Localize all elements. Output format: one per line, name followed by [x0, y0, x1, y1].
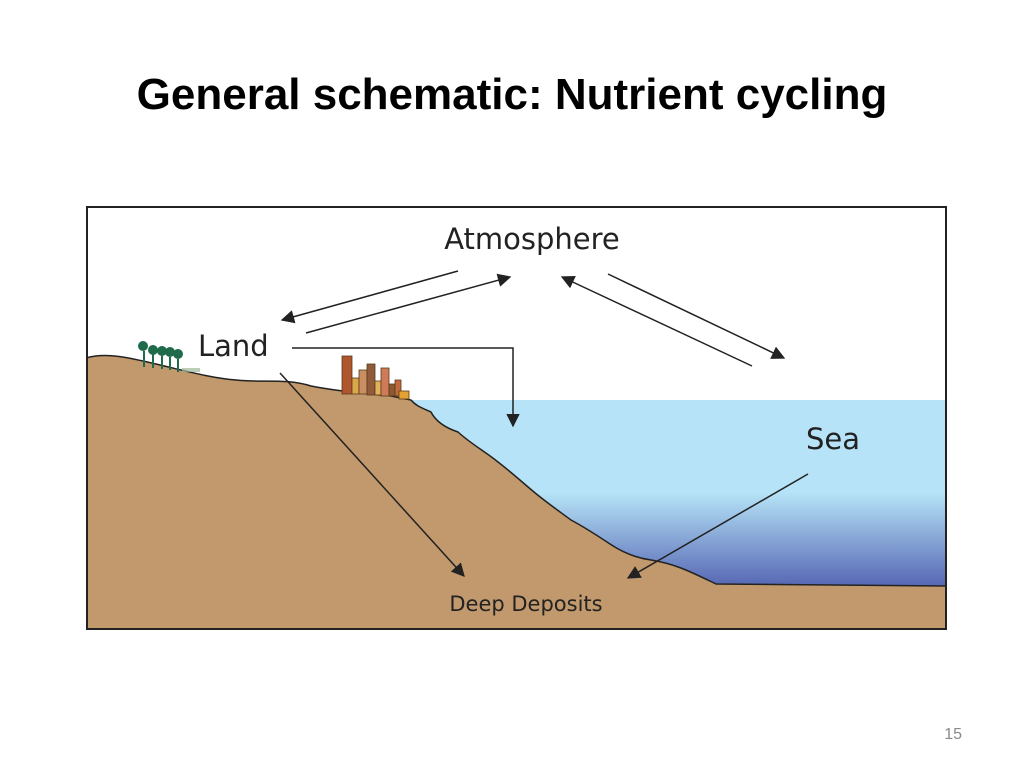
arrow-land-to-atmosphere: [305, 273, 512, 334]
arrow-atmosphere-to-land: [280, 270, 459, 324]
diagram-frame: [86, 206, 947, 630]
land-terrain: [86, 354, 947, 630]
sea-label: Sea: [806, 422, 860, 456]
slide-title: General schematic: Nutrient cycling: [136, 70, 888, 119]
nutrient-cycle-diagram: Atmosphere Land Sea Deep Deposits: [86, 206, 947, 630]
arrow-atmosphere-to-sea: [607, 273, 786, 359]
city-buildings: [341, 355, 410, 400]
fields: [182, 368, 200, 372]
arrow-land-to-deep-deposits: [279, 372, 465, 578]
page-number: 15: [944, 726, 962, 743]
arrow-land-to-sea: [292, 347, 520, 428]
arrow-sea-to-deep-deposits: [626, 473, 809, 579]
land-label: Land: [198, 329, 269, 363]
trees: [138, 341, 183, 372]
deep-deposits-label: Deep Deposits: [449, 592, 602, 616]
atmosphere-label: Atmosphere: [444, 222, 620, 256]
flow-arrows: [279, 270, 809, 579]
arrow-sea-to-atmosphere: [560, 276, 753, 367]
